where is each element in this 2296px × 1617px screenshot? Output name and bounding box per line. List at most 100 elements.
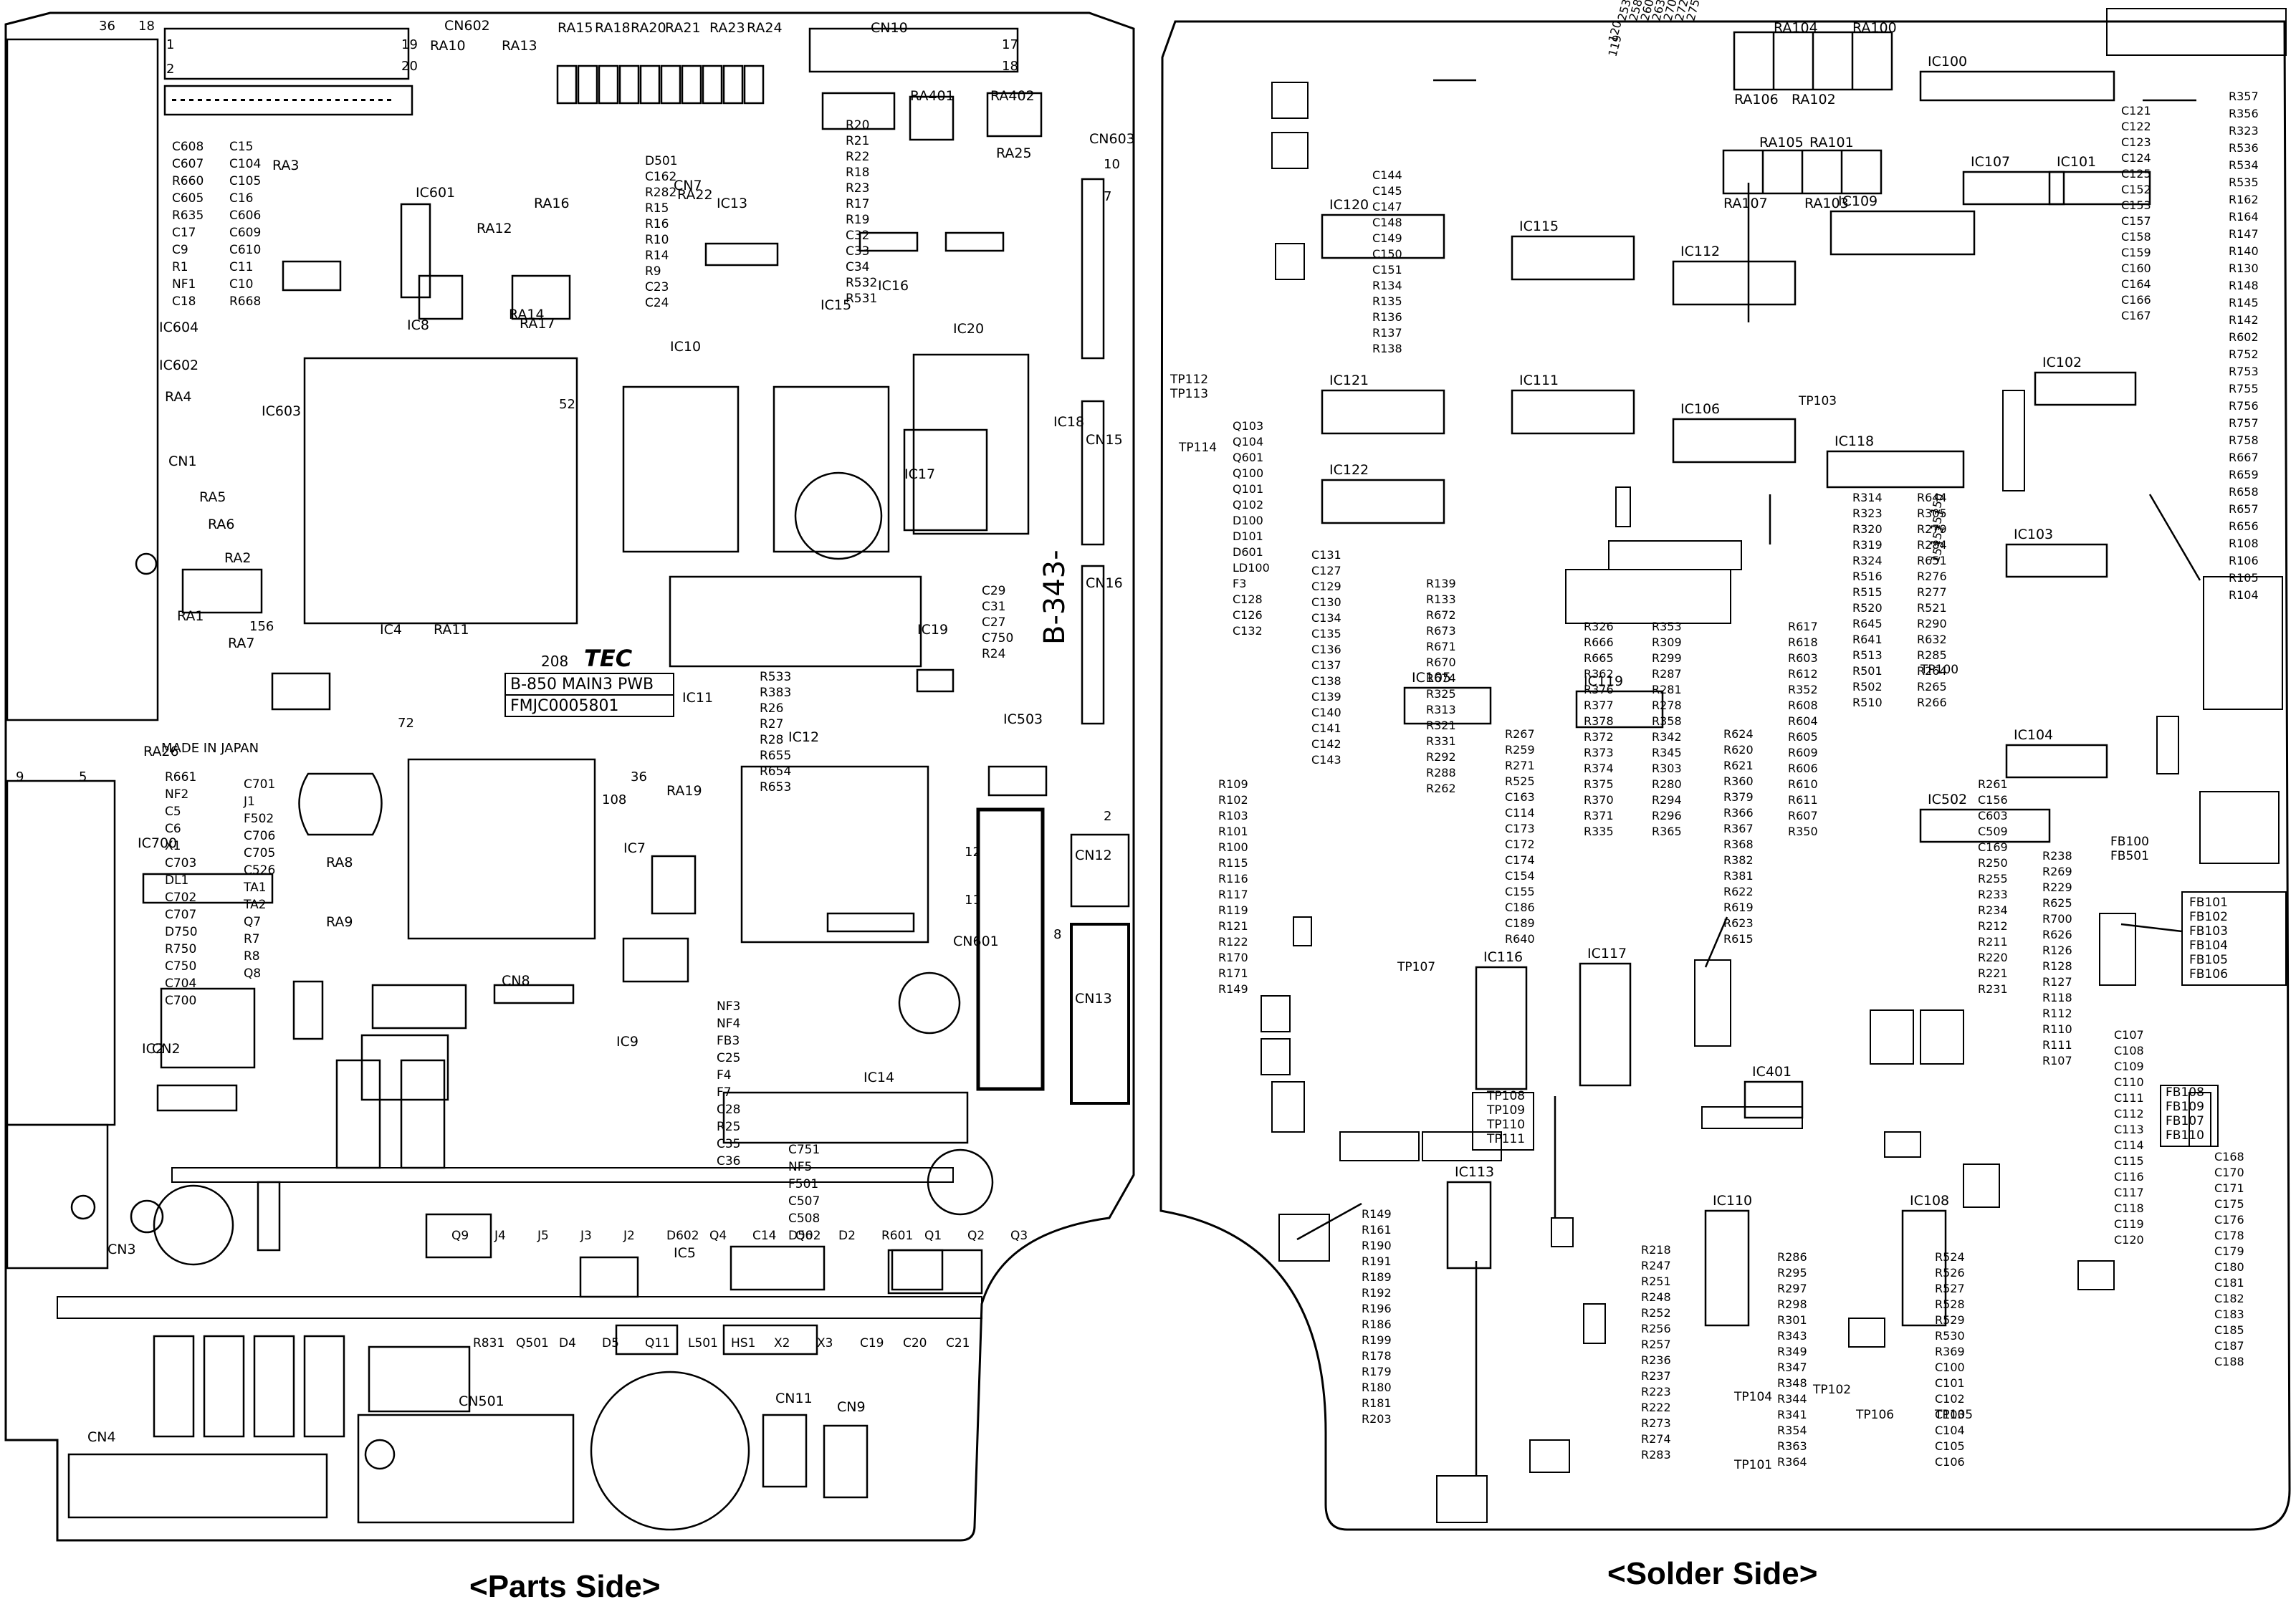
smd-pad — [258, 99, 262, 101]
connector-label: CN602 — [444, 18, 490, 34]
solder-component-label: R309 — [1652, 635, 1682, 649]
solder-component-label: R516 — [1852, 570, 1883, 583]
solder-component-label: R148 — [2229, 279, 2259, 292]
solder-component-label: C158 — [2121, 230, 2151, 244]
resistor-array-pad — [681, 64, 702, 105]
solder-component-label: R377 — [1584, 699, 1614, 712]
solder-component-label: R276 — [1917, 570, 1947, 583]
solder-component-label: R644 — [1917, 491, 1947, 504]
component-label: C28 — [717, 1103, 741, 1117]
test-point-label: TP113 — [1169, 387, 1208, 401]
solder-component-label: C169 — [1978, 840, 2008, 854]
ic-label: IC17 — [904, 466, 935, 482]
board-code-vertical: B-343- — [1038, 550, 1071, 645]
solder-component-label: R179 — [1362, 1365, 1392, 1378]
test-point-label: TP108 — [1486, 1089, 1525, 1103]
solder-component-label: R365 — [1652, 825, 1682, 838]
solder-component-label: R530 — [1935, 1329, 1965, 1343]
connector-label: CN4 — [87, 1429, 116, 1445]
solder-side-caption: <Solder Side> — [1607, 1556, 1818, 1591]
component-label: C23 — [645, 280, 669, 294]
ic-label: IC5 — [674, 1245, 696, 1261]
component-label: C33 — [846, 244, 870, 259]
resistor-array-pad — [556, 64, 578, 105]
component-label: D4 — [559, 1336, 576, 1350]
solder-ic-label: IC121 — [1329, 373, 1369, 388]
component-label: FB3 — [717, 1034, 740, 1048]
connector-label: CN12 — [1075, 848, 1112, 863]
solder-component-label: R658 — [2229, 485, 2259, 499]
solder-component-label: R283 — [1641, 1448, 1671, 1462]
smd-pad — [327, 99, 331, 101]
solder-component-label: C143 — [1311, 753, 1341, 767]
component-label: J2 — [623, 1229, 635, 1243]
solder-chip-q101 — [1848, 1318, 1885, 1348]
component-label: R23 — [846, 181, 869, 196]
chip-c14 — [368, 1345, 471, 1413]
solder-side-board-outline — [1159, 20, 2291, 1531]
solder-connector-fb — [2189, 1092, 2211, 1147]
component-label: J5 — [537, 1229, 549, 1243]
solder-component-label: C102 — [1935, 1392, 1965, 1406]
component-label: R7 — [244, 932, 260, 946]
pointer-line — [1704, 916, 1728, 968]
chip-q7 — [425, 1213, 492, 1259]
ic-label: IC13 — [717, 196, 747, 211]
solder-component-label: R236 — [1641, 1353, 1671, 1367]
solder-component-label: C509 — [1978, 825, 2008, 838]
solder-component-label: D601 — [1233, 545, 1263, 559]
solder-component-label: R281 — [1652, 683, 1682, 696]
solder-component-label: R324 — [1852, 554, 1883, 567]
solder-ic-outline — [1919, 808, 2051, 843]
solder-component-label: R369 — [1935, 1345, 1965, 1358]
solder-chip-q102 — [1529, 1439, 1570, 1473]
solder-chip-d100 — [1870, 1009, 1914, 1065]
chip-c19 — [371, 984, 467, 1030]
chip-ic16a — [858, 231, 919, 252]
solder-component-label: R105 — [2229, 571, 2259, 585]
capacitor-c706a — [335, 1059, 381, 1169]
chip-nf2 — [271, 672, 331, 711]
smd-pad — [353, 99, 357, 101]
component-label: R282 — [645, 186, 676, 200]
solder-component-label: C101 — [1935, 1376, 1965, 1390]
component-label: R15 — [645, 201, 669, 216]
component-label: C36 — [717, 1154, 741, 1169]
solder-component-label: R356 — [2229, 107, 2259, 120]
component-label: Q1 — [924, 1229, 942, 1243]
solder-component-label: R521 — [1917, 601, 1947, 615]
solder-component-label: R753 — [2229, 365, 2259, 378]
solder-ic-label: IC106 — [1680, 401, 1720, 417]
solder-component-label: C118 — [2114, 1201, 2144, 1215]
resistor-array-label: RA3 — [272, 158, 300, 173]
smd-pad — [344, 99, 348, 101]
chip-q8 — [579, 1256, 639, 1298]
pin-number-label: 11 — [965, 893, 981, 908]
smd-pad — [267, 99, 271, 101]
solder-component-label: R645 — [1852, 617, 1883, 630]
solder-component-label: Q101 — [1233, 482, 1263, 496]
solder-component-label: R520 — [1852, 601, 1883, 615]
solder-component-label: C141 — [1311, 721, 1341, 735]
resistor-array-label: RA402 — [990, 88, 1035, 104]
solder-ic-outline — [1919, 70, 2115, 102]
solder-component-label: R323 — [2229, 124, 2259, 138]
solder-ic-label: IC113 — [1455, 1164, 1494, 1180]
connector-cn7-header — [821, 92, 896, 130]
test-point-label: TP100 — [1920, 663, 1958, 677]
component-label: Q2 — [967, 1229, 985, 1243]
component-label: Q9 — [451, 1229, 469, 1243]
test-point-label: TP111 — [1486, 1132, 1525, 1146]
connector-cn9 — [823, 1424, 869, 1499]
solder-component-label: R266 — [1917, 696, 1947, 709]
solder-component-label: R303 — [1652, 762, 1682, 775]
solder-component-label: F3 — [1233, 577, 1246, 590]
component-label: NF5 — [788, 1160, 812, 1174]
component-label: R635 — [172, 208, 204, 223]
solder-box-tp108-group — [1472, 1092, 1534, 1151]
solder-component-label: R376 — [1584, 683, 1614, 696]
solder-component-label: R610 — [1788, 777, 1818, 791]
chip-f7 — [891, 1249, 944, 1291]
component-label: C607 — [172, 157, 204, 171]
component-label: C605 — [172, 191, 204, 206]
